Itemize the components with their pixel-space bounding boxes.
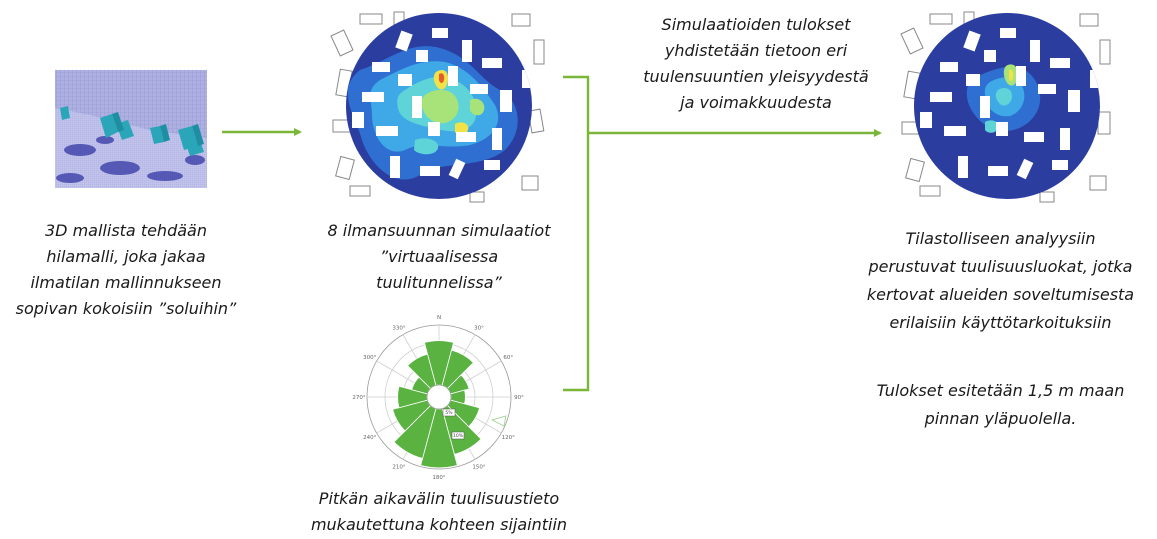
wind-rose-direction-label: 300° [363,355,376,361]
wind-rose-chart: N 30° 60° 90° 120° 150° 180° 210° 240° 270° 300° 33… [352,315,524,481]
caption-line: ”virtuaalisessa [379,247,499,266]
connector-arrows [222,75,882,392]
wind-rose-ring-label: 5% [442,408,456,417]
svg-text:10%: 10% [453,433,464,439]
caption-line: Tulokset esitetään 1,5 m maan [876,381,1125,400]
wind-rose-center [426,384,452,410]
caption-line: Tilastolliseen analyysiin [905,229,1096,248]
wind-rose-direction-label: 120° [502,435,515,441]
caption-simulations: 8 ilmansuunnan simulaatiot ”virtuaalises… [305,218,573,296]
caption-result-classes: Tilastolliseen analyysiin perustuvat tuu… [848,225,1153,337]
wind-rose-direction-label: 90° [514,395,524,401]
caption-line: erilaisiin käyttötarkoituksiin [889,313,1112,332]
wind-rose-direction-label: 330° [392,326,405,332]
caption-result-height: Tulokset esitetään 1,5 m maan pinnan ylä… [848,377,1153,433]
simulation-map-direction [330,11,545,203]
wind-rose-direction-label: 210° [392,464,405,470]
caption-line: yhdistetään tietoon eri [664,41,848,60]
caption-wind-statistics: Pitkän aikavälin tuulisuustieto mukautet… [290,486,588,538]
caption-line: Pitkän aikavälin tuulisuustieto [318,489,560,508]
caption-line: 3D mallista tehdään [45,221,207,240]
wind-rose-direction-label: 240° [363,435,376,441]
caption-line: kertovat alueiden soveltumisesta [866,285,1135,304]
mesh-model-image [55,70,207,188]
merge-bracket [563,75,590,392]
caption-mesh: 3D mallista tehdään hilamalli, joka jaka… [10,218,242,322]
svg-text:5%: 5% [445,410,453,416]
wind-rose-direction-label: 150° [472,464,485,470]
wind-rose-direction-label: 30° [474,326,484,332]
caption-line: hilamalli, joka jakaa [46,247,206,266]
wind-rose-outlier-mark [490,415,507,427]
wind-rose-direction-label: 60° [503,355,513,361]
caption-line: perustuvat tuulisuusluokat, jotka [868,257,1133,276]
caption-line: mukautettuna kohteen sijaintiin [310,515,568,534]
wind-rose-direction-label: 270° [352,395,365,401]
wind-rose-direction-label: N [437,315,441,321]
caption-line: ilmatilan mallinnukseen [30,273,222,292]
caption-line: ja voimakkuudesta [680,93,832,112]
caption-line: tuulitunnelissa” [376,273,502,292]
wind-rose-ring-label: 10% [451,431,465,440]
caption-line: tuulensuuntien yleisyydestä [643,67,869,86]
caption-line: sopivan kokoisiin ”soluihin” [15,299,237,318]
caption-line: Simulaatioiden tulokset [661,15,851,34]
wind-rose-direction-label: 180° [432,475,445,481]
caption-combination: Simulaatioiden tulokset yhdistetään tiet… [606,12,906,116]
caption-line: 8 ilmansuunnan simulaatiot [327,221,551,240]
caption-line: pinnan yläpuolella. [924,409,1077,428]
combined-result-map [900,11,1111,203]
